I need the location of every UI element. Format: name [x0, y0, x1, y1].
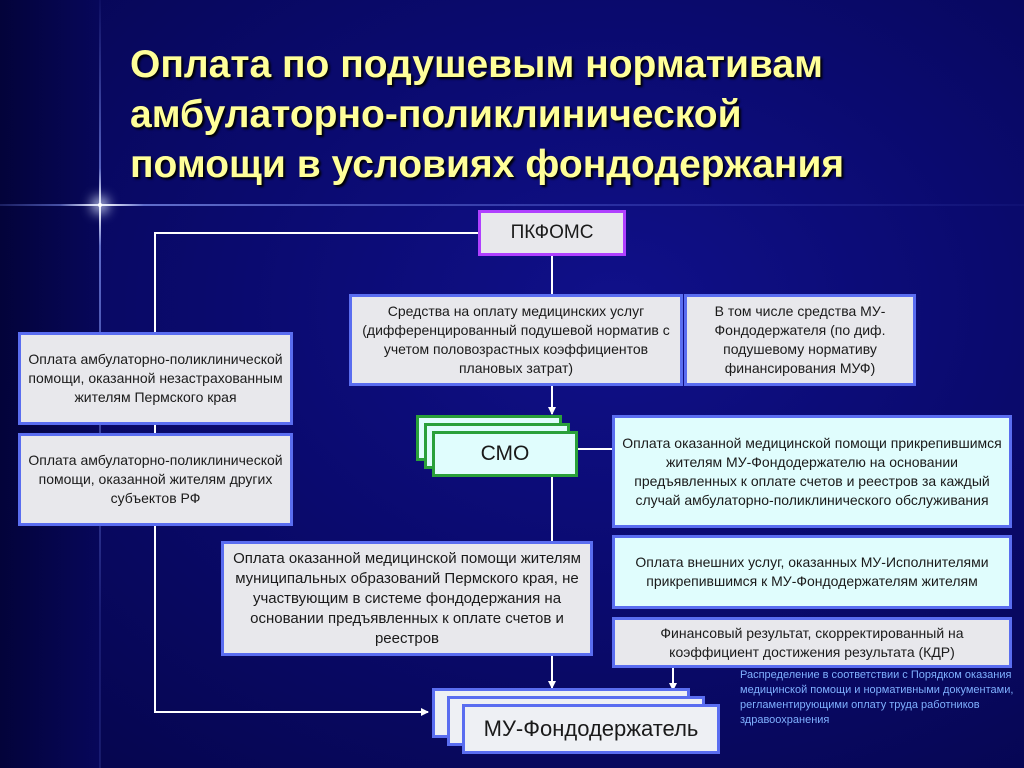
node-smo: СМО: [432, 431, 578, 477]
node-mu-fundholder: МУ-Фондодержатель: [462, 704, 720, 754]
node-center-municipal: Оплата оказанной медицинской помощи жите…: [221, 541, 593, 656]
sparkle-horizontal: [60, 204, 144, 206]
node-right-attached: Оплата оказанной медицинской помощи прик…: [612, 415, 1012, 528]
sparkle-vertical: [99, 168, 101, 246]
decor-horizontal-line: [0, 204, 1024, 206]
sparkle-star-icon: [98, 203, 102, 207]
node-right-financial: Финансовый результат, скорректированный …: [612, 617, 1012, 668]
node-right-external: Оплата внешних услуг, оказанных МУ-Испол…: [612, 535, 1012, 609]
distribution-note: Распределение в соответствии с Порядком …: [740, 669, 1014, 726]
node-funds: Средства на оплату медицинских услуг (ди…: [349, 294, 683, 386]
node-pkfoms: ПКФОМС: [478, 210, 626, 256]
node-left-other-regions: Оплата амбулаторно-поликлинической помощ…: [18, 433, 293, 526]
node-left-uninsured: Оплата амбулаторно-поликлинической помощ…: [18, 332, 293, 425]
slide-title: Оплата по подушевым нормативам амбулатор…: [130, 43, 845, 186]
node-including: В том числе средства МУ-Фондодержателя (…: [684, 294, 916, 386]
